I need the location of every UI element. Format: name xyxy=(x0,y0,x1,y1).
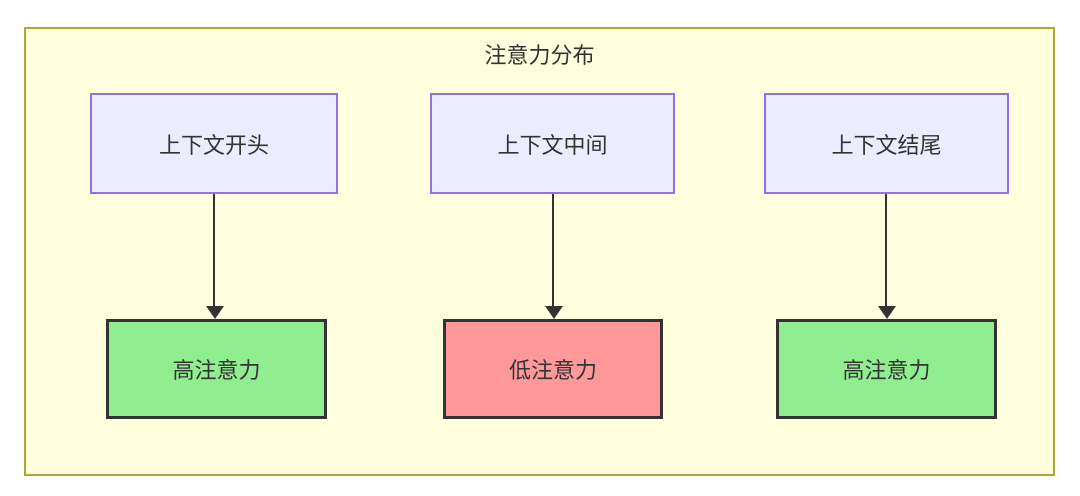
node-context-middle-label: 上下文中间 xyxy=(497,132,608,158)
diagram-title: 注意力分布 xyxy=(484,43,595,68)
node-context-start[interactable]: 上下文开头 xyxy=(90,93,338,194)
node-high-attention-end[interactable]: 高注意力 xyxy=(776,319,997,419)
edge-context-end-to-high-attention xyxy=(885,194,887,310)
edge-context-middle-to-low-attention xyxy=(552,194,554,310)
node-context-end-label: 上下文结尾 xyxy=(831,132,942,158)
node-context-middle[interactable]: 上下文中间 xyxy=(430,93,675,194)
node-high-attention-start-label: 高注意力 xyxy=(172,358,261,383)
attention-distribution-cluster: 注意力分布 上下文开头 高注意力 上下文中间 低注意力 上下文结尾 高注意力 xyxy=(24,27,1055,476)
arrowhead-icon-col1 xyxy=(206,306,224,319)
node-high-attention-end-label: 高注意力 xyxy=(842,358,931,383)
node-context-end[interactable]: 上下文结尾 xyxy=(764,93,1009,194)
node-low-attention-middle[interactable]: 低注意力 xyxy=(443,319,663,419)
node-context-start-label: 上下文开头 xyxy=(158,132,269,158)
node-high-attention-start[interactable]: 高注意力 xyxy=(106,319,327,419)
edge-context-start-to-high-attention xyxy=(213,194,215,310)
arrowhead-icon-col3 xyxy=(878,306,896,319)
node-low-attention-middle-label: 低注意力 xyxy=(508,358,597,383)
arrowhead-icon-col2 xyxy=(545,306,563,319)
